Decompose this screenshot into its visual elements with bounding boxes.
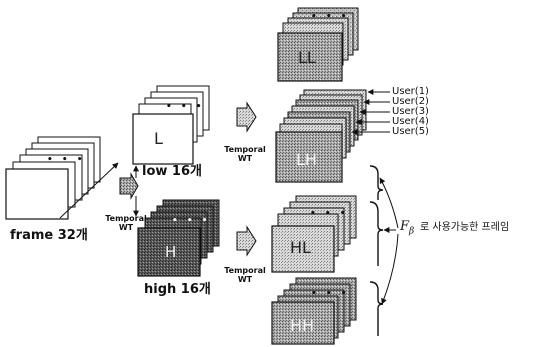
f-beta-caption: 로 사용가능한 프레임: [420, 223, 509, 233]
subband-label-ll: LL: [298, 50, 316, 66]
block-arrow-1: [120, 174, 138, 198]
f-beta-symbol: Fβ: [400, 220, 414, 237]
high-label: high 16개: [144, 283, 211, 296]
lh-stack: [276, 90, 366, 182]
block-arrow-3: [237, 227, 256, 255]
subband-label-h: H: [165, 245, 176, 260]
hl-stack: [272, 196, 356, 272]
low-dots: • • •: [166, 103, 205, 112]
f-beta-subscript: β: [409, 227, 414, 237]
temporal-wt-label-1: Temporal WT: [102, 214, 150, 232]
frame-dots: • • •: [47, 156, 86, 165]
temporal-wt-label-2: Temporal WT: [221, 145, 269, 163]
low-label: low 16개: [142, 165, 202, 178]
user-label-5: User(5): [392, 127, 429, 137]
subband-label-hl: HL: [290, 240, 311, 256]
frame-label: frame 32개: [10, 229, 88, 242]
f-beta-pointers: [380, 178, 398, 304]
subband-label-l: L: [154, 131, 163, 147]
frame-stack: [6, 137, 100, 219]
hh-stack: [272, 278, 356, 344]
block-arrow-2: [237, 103, 256, 131]
hl-dots: • • •: [310, 210, 349, 219]
subband-label-lh: LH: [296, 152, 317, 168]
ll-dots: • • •: [311, 13, 350, 22]
subband-label-hh: HH: [290, 318, 314, 334]
f-beta-symbol-letter: F: [400, 219, 409, 234]
hh-dots: • • •: [311, 290, 350, 299]
temporal-wt-label-3: Temporal WT: [221, 266, 269, 284]
high-stack: [138, 200, 219, 276]
high-dots: • • •: [172, 217, 211, 226]
braces: [370, 166, 383, 336]
low-stack: [133, 86, 209, 164]
